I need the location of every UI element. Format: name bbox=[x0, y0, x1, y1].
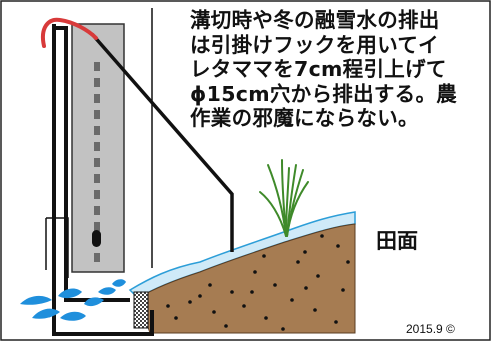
tube-slots bbox=[94, 62, 100, 262]
date-copyright-label: 2015.9 © bbox=[406, 322, 455, 336]
mesh-filter-icon bbox=[133, 291, 149, 329]
water-splash-icon bbox=[20, 279, 126, 321]
left-bracket bbox=[46, 217, 69, 278]
soil-mound bbox=[137, 223, 356, 334]
support-rod bbox=[90, 32, 234, 252]
drain-hole bbox=[92, 230, 101, 247]
rice-seedling-icon bbox=[259, 159, 309, 237]
field-surface-label: 田面 bbox=[376, 229, 418, 253]
caption-line: ϕ15cm穴から排出する。農 bbox=[190, 81, 458, 106]
caption-line: レタママを7cm程引上げて bbox=[190, 57, 447, 81]
caption-text: 溝切時や冬の融雪水の排出 は引掛けフックを用いてイ レタママを7cm程引上げて … bbox=[190, 8, 488, 131]
outer-frame-line bbox=[52, 24, 154, 336]
caption-line: 溝切時や冬の融雪水の排出 bbox=[190, 8, 440, 32]
caption-line: は引掛けフックを用いてイ bbox=[190, 32, 439, 57]
caption-line: 作業の邪魔にならない。 bbox=[190, 106, 419, 130]
soil-dots bbox=[166, 234, 350, 331]
red-hook-icon bbox=[41, 17, 98, 48]
